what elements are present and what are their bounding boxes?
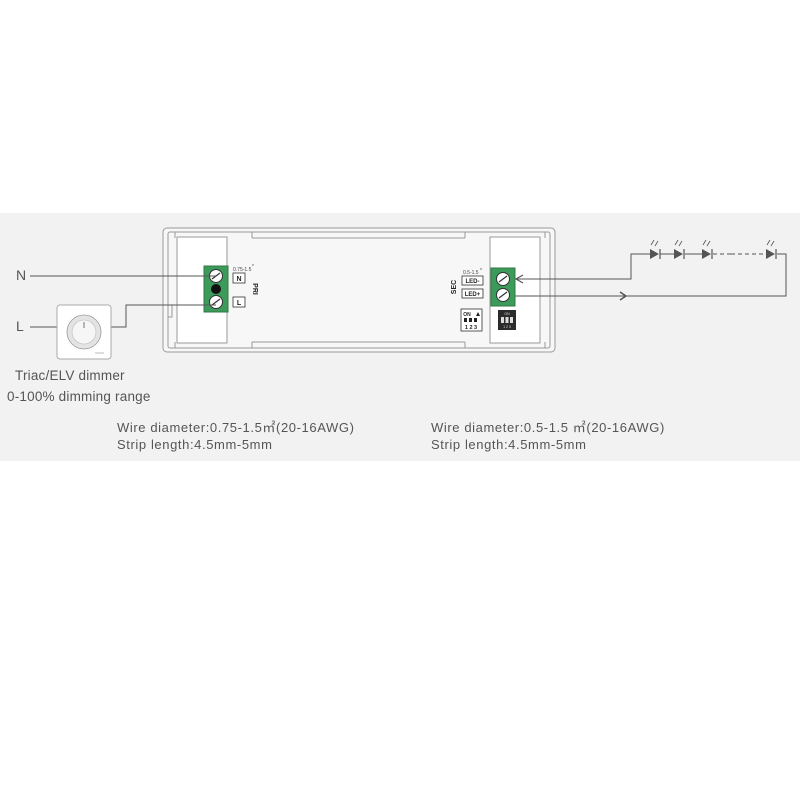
dip-switch-numbers: 1 2 3 (503, 325, 511, 329)
dip-switch-legend: ON 1 2 3 (460, 308, 483, 332)
led-icon (702, 239, 713, 259)
dip-legend-on: ON (463, 312, 471, 318)
primary-wire-diameter: Wire diameter:0.75-1.5㎡(20-16AWG) (117, 420, 355, 435)
mains-wiring (30, 275, 216, 328)
secondary-plus-box (461, 288, 484, 299)
secondary-terminal-block (490, 267, 516, 307)
secondary-wire-diameter: Wire diameter:0.5-1.5 ㎡(20-16AWG) (431, 420, 665, 435)
dip-switch-unit: ON 1 2 3 (498, 310, 516, 330)
secondary-minus-label: LED- (466, 279, 480, 285)
secondary-plus-label: LED+ (465, 292, 481, 298)
primary-strip-length: Strip length:4.5mm-5mm (117, 437, 273, 452)
primary-wire-spec: 0.75-1.5 (233, 267, 252, 273)
dimmer-range-caption: 0-100% dimming range (7, 389, 151, 404)
primary-n-label: N (236, 276, 241, 283)
led-icon (650, 239, 661, 259)
led-icon (766, 239, 777, 259)
secondary-side-label: SEC (451, 280, 458, 294)
led-icon (674, 239, 685, 259)
dip-switch-on: ON (504, 312, 510, 316)
secondary-spec-star: * (480, 268, 482, 274)
dimmer-icon (56, 304, 112, 360)
primary-spec-star: * (252, 264, 254, 270)
secondary-strip-length: Strip length:4.5mm-5mm (431, 437, 587, 452)
driver-housing (162, 227, 556, 353)
primary-l-box (232, 296, 246, 308)
secondary-minus-box (461, 275, 484, 286)
led-output-wiring (515, 253, 787, 297)
primary-n-box (232, 272, 246, 284)
primary-l-label: L (237, 300, 242, 307)
primary-side-label: PRI (251, 283, 258, 295)
dip-legend-numbers: 1 2 3 (465, 325, 477, 331)
secondary-wire-spec: 0.5-1.5 (463, 270, 479, 276)
arrow-right-icon (619, 291, 628, 301)
arrow-left-icon (514, 274, 524, 284)
dimmer-caption: Triac/ELV dimmer (15, 368, 125, 383)
line-label: L (16, 318, 24, 334)
neutral-label: N (16, 267, 27, 283)
